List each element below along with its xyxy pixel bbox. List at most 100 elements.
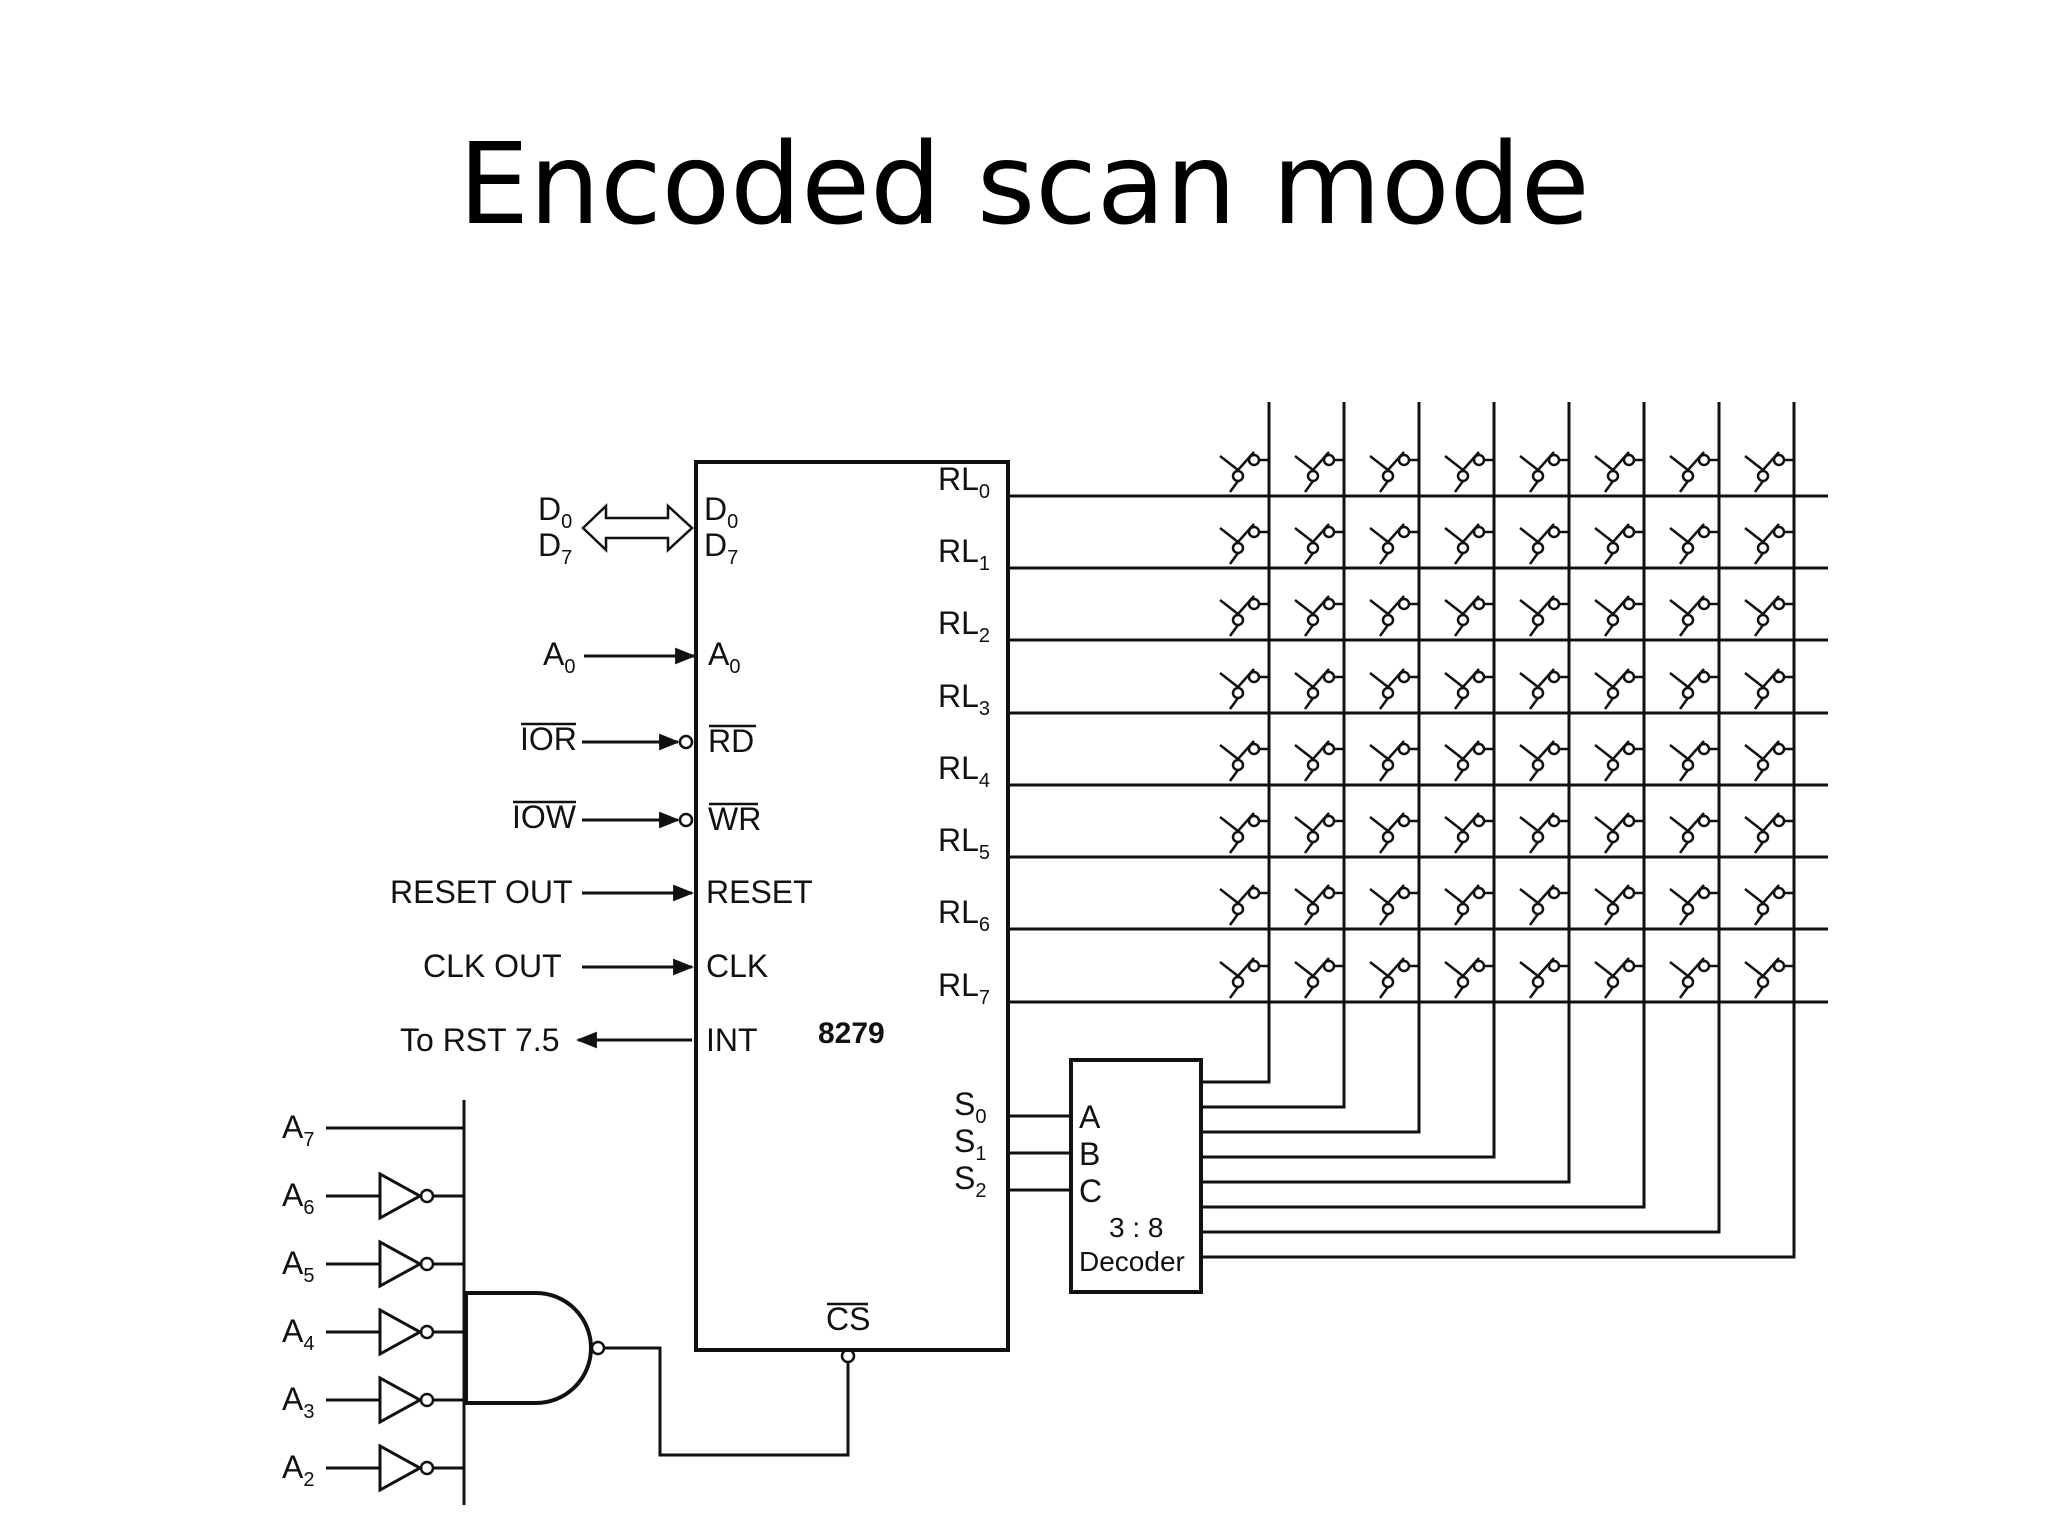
key-switch — [1519, 668, 1569, 710]
key-switch — [1744, 812, 1794, 854]
key-switch — [1294, 812, 1344, 854]
key-switch — [1219, 884, 1269, 926]
pin-reset-label: RESET — [706, 874, 813, 910]
pin-int-label: INT — [706, 1022, 758, 1058]
decoder-body — [1069, 1058, 1203, 1294]
key-switch — [1594, 523, 1644, 565]
key-switch — [1444, 740, 1494, 782]
ext-iow-label: IOW — [512, 799, 577, 835]
slide-title: Encoded scan mode — [458, 120, 1590, 250]
key-switch — [1294, 595, 1344, 637]
pin-s2-label: S2 — [954, 1160, 986, 1202]
decoder-output-7 — [1201, 1110, 1796, 1259]
key-switch — [1219, 523, 1269, 565]
decoder-ratio: 3 : 8 — [1109, 1212, 1163, 1243]
decoder-output-2 — [1201, 1060, 1421, 1134]
ext-d0-label: D0 — [538, 491, 572, 533]
pin-s1-label: S1 — [954, 1123, 986, 1165]
ext-clk-out-label: CLK OUT — [423, 948, 562, 984]
pin-rd-label: RD — [708, 723, 754, 759]
key-switch — [1294, 668, 1344, 710]
rl2-label: RL2 — [938, 605, 990, 647]
key-switch — [1369, 740, 1419, 782]
key-switch — [1744, 523, 1794, 565]
address-line-label-5: A2 — [282, 1449, 314, 1491]
key-switch — [1369, 451, 1419, 493]
wr-bubble — [678, 812, 694, 828]
chip-name: 8279 — [818, 1017, 885, 1050]
key-switch — [1519, 812, 1569, 854]
decoder-input-b: B — [1079, 1136, 1100, 1172]
decoder-output-4 — [1201, 1080, 1571, 1184]
key-switch — [1444, 451, 1494, 493]
key-switch — [1669, 523, 1719, 565]
inverter-gate — [378, 1307, 424, 1357]
address-line-label-4: A3 — [282, 1381, 314, 1423]
inverter-gate — [378, 1443, 424, 1493]
key-switch — [1294, 957, 1344, 999]
nand-to-cs-wire — [604, 1346, 850, 1457]
key-switch — [1594, 812, 1644, 854]
pin-wr-label: WR — [708, 801, 761, 837]
address-line-label-2: A5 — [282, 1245, 314, 1287]
key-switch — [1669, 451, 1719, 493]
key-switch — [1744, 595, 1794, 637]
pin-clk-label: CLK — [706, 948, 768, 984]
ext-d7-label: D7 — [538, 527, 572, 569]
key-switch — [1369, 523, 1419, 565]
rl7-label: RL7 — [938, 967, 990, 1009]
address-line-label-3: A4 — [282, 1313, 314, 1355]
ext-rst75-label: To RST 7.5 — [400, 1022, 559, 1058]
decoder-input-c: C — [1079, 1173, 1102, 1209]
key-switch — [1219, 740, 1269, 782]
key-switch — [1444, 668, 1494, 710]
key-switch — [1369, 884, 1419, 926]
decoder-output-1 — [1201, 1050, 1346, 1109]
key-switch — [1669, 595, 1719, 637]
key-switch — [1294, 523, 1344, 565]
key-switch — [1519, 957, 1569, 999]
inverter-gate — [378, 1375, 424, 1425]
rd-bubble — [678, 734, 694, 750]
address-line-label-1: A6 — [282, 1177, 314, 1219]
decoder-output-6 — [1201, 1100, 1721, 1234]
key-switch — [1744, 884, 1794, 926]
key-switch — [1594, 740, 1644, 782]
key-matrix — [1008, 402, 1828, 1130]
key-switch — [1444, 595, 1494, 637]
key-switch — [1594, 451, 1644, 493]
key-switch — [1669, 740, 1719, 782]
key-switch — [1369, 812, 1419, 854]
key-switch — [1219, 595, 1269, 637]
rl1-label: RL1 — [938, 533, 990, 575]
nand-bubble — [590, 1340, 606, 1356]
ext-ior-label: IOR — [520, 721, 577, 757]
ext-reset-out-label: RESET OUT — [390, 874, 573, 910]
key-switch — [1369, 957, 1419, 999]
key-switch — [1444, 957, 1494, 999]
key-switch — [1594, 884, 1644, 926]
nand-gate — [464, 1291, 593, 1405]
key-switch — [1669, 668, 1719, 710]
key-switch — [1444, 523, 1494, 565]
decoder-output-0 — [1201, 1040, 1271, 1084]
key-switch — [1669, 884, 1719, 926]
key-switch — [1219, 668, 1269, 710]
key-switch — [1519, 740, 1569, 782]
key-switch — [1594, 595, 1644, 637]
key-switch — [1744, 451, 1794, 493]
decoder-input-a: A — [1079, 1099, 1101, 1135]
pin-d0-label: D0 — [704, 491, 738, 533]
rl0-label: RL0 — [938, 461, 990, 503]
ext-a0-label: A0 — [543, 636, 575, 678]
key-switch — [1594, 957, 1644, 999]
decoder-label: Decoder — [1079, 1246, 1185, 1277]
key-switch — [1519, 523, 1569, 565]
key-switch — [1219, 451, 1269, 493]
key-switch — [1369, 668, 1419, 710]
key-switch — [1669, 957, 1719, 999]
key-switch — [1369, 595, 1419, 637]
